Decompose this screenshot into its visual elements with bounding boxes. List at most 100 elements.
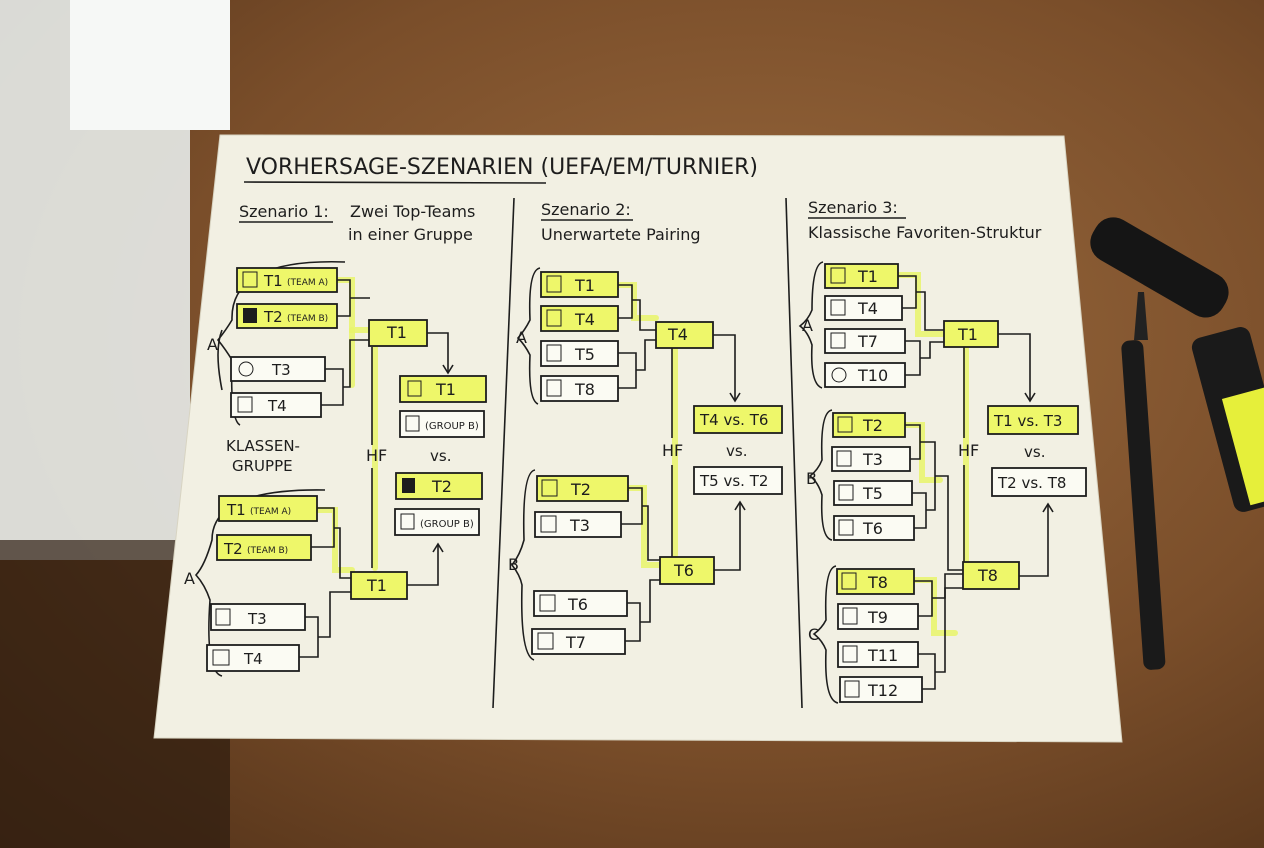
hf-label: HF [366,446,387,465]
winner-box [368,319,428,347]
team-label: T7 [565,633,586,652]
final-sub-box [399,410,485,438]
scenario-1-heading: Szenario 1: [239,202,329,221]
group-label-a: A [802,316,813,335]
team-box [210,603,306,631]
group-brace [798,261,824,389]
team-crest-icon [837,416,853,433]
team-crest-icon [830,332,846,349]
final-box [399,375,487,403]
team-label: T4 [267,397,287,415]
team-crest-icon [405,415,420,432]
arrow-head-icon [432,542,444,553]
group-brace [510,469,536,661]
group-brace [217,329,223,391]
bracket-line [321,339,370,406]
team-label: T5 [574,345,595,364]
highlight-path [895,272,947,337]
team-crest-icon [541,479,558,497]
team-label: T1 [857,267,878,286]
team-label: T3 [271,361,291,379]
bracket-line [912,476,936,529]
scenario-1: Szenario 1: Zwei Top-Teams in einer Grup… [184,202,487,677]
arrow-head-icon [734,500,746,511]
team-label: T8 [867,573,888,592]
team-crest-icon [830,299,846,316]
bracket-line [299,591,352,658]
team-crest-icon [831,367,847,383]
winner-label: T4 [667,325,688,344]
bracket-line [905,424,936,476]
team-crest-icon [838,484,854,501]
arrow-head-icon [729,392,741,403]
team-crest-icon [242,271,258,288]
team-suffix: (TEAM B) [287,314,328,324]
bracket-line [618,339,656,389]
team-crest-icon [546,379,562,397]
bracket-line [625,579,660,642]
scenario-1-subtitle-2: in einer Gruppe [348,225,473,244]
arrow-line [714,503,741,571]
final-sub-label: (GROUP B) [420,519,474,530]
vs-label: vs. [1024,443,1045,461]
arrow-line [998,333,1031,400]
group-label-b: B [508,555,519,574]
scenario-3-heading: Szenario 3: [808,198,898,217]
team-crest-icon [844,680,860,698]
arrow-line [713,334,736,400]
group-brace [812,565,839,704]
team-crest-icon [546,275,562,293]
final-box [987,405,1079,435]
team-box [218,495,318,522]
scenario-2-heading: Szenario 2: [541,200,631,219]
team-crest-icon [237,396,253,413]
bracket-line [935,475,963,571]
group-label-a: A [516,328,527,347]
group-label-b: B [806,469,817,488]
arrow-head-icon [442,364,454,375]
team-label: T1 [263,272,283,290]
team-crest-icon [539,594,556,612]
final-box [991,467,1087,497]
team-label: T6 [567,595,588,614]
pen-icon [1121,292,1166,670]
scenario-2-subtitle: Unerwartete Pairing [541,225,701,244]
bracket-line [905,340,944,376]
team-suffix: (TEAM A) [287,278,328,288]
team-label: T11 [867,646,898,665]
team-box [531,628,626,655]
vs-label: vs. [430,447,451,465]
team-label: T6 [862,519,883,538]
team-label: T7 [857,332,878,351]
group-label-a: A [207,335,218,354]
team-crest-icon [212,649,230,666]
team-crest-icon [402,478,415,493]
group-label-c: C [808,625,819,644]
group-brace [808,409,833,541]
bracket-line [311,507,352,579]
highlight-path [315,507,355,573]
scenario-2: Szenario 2: Unerwartete Pairing A T1 T4 … [508,200,783,661]
team-box [540,305,619,332]
team-suffix: (TEAM B) [247,546,288,556]
winner-label: T8 [977,566,998,585]
team-label: T3 [569,516,590,535]
winner-label: T1 [386,323,407,342]
group-note-2: GRUPPE [232,457,293,475]
bracket-line [898,275,944,331]
page-title: VORHERSAGE-SZENARIEN (UEFA/EM/TURNIER) [246,155,758,180]
team-crest-icon [841,572,857,590]
scenario-1-subtitle-1: Zwei Top-Teams [350,202,475,221]
team-label: T1 [226,501,246,519]
bracket-line [914,573,963,617]
group-brace [516,267,541,405]
team-label: T2 [862,416,883,435]
team-crest-icon [838,519,854,536]
team-label: T10 [857,366,888,385]
arrow-line [1019,505,1049,577]
team-crest-icon [215,608,231,626]
team-label: T2 [263,308,283,326]
team-crest-icon [842,607,858,625]
bracket-line [621,487,660,561]
bracket-line [618,284,656,331]
